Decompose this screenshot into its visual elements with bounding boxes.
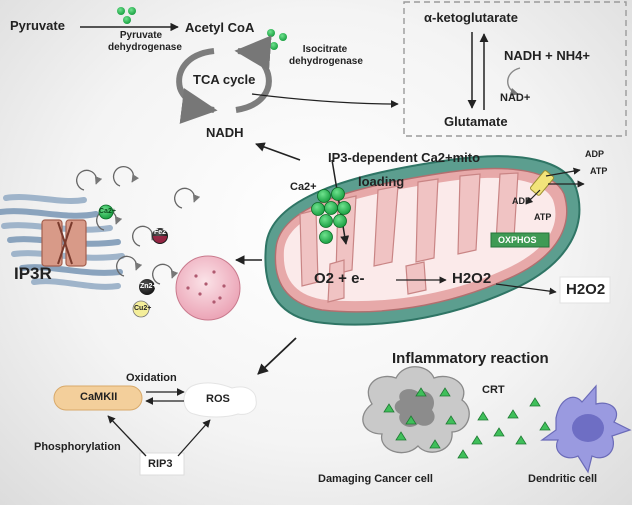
o2-e-label: O2 + e- (314, 270, 365, 287)
crt-triangles (383, 387, 551, 459)
cu-ion-label: Cu2+ (134, 305, 152, 312)
oxidation-label: Oxidation (126, 372, 177, 384)
dendritic-cell-label: Dendritic cell (528, 473, 598, 485)
atp-inner-label: ATP (534, 212, 552, 222)
inflammatory-reaction-title: Inflammatory reaction (392, 350, 549, 367)
pyruvate-dehydrogenase-label: Pyruvate dehydrogenase (108, 30, 182, 53)
fe-ion-icon (152, 228, 168, 244)
adp-inner-label: ADP (512, 196, 532, 206)
oxphos-label: OXPHOS (498, 235, 537, 245)
rip3-label: RIP3 (148, 458, 173, 470)
rip3-arrows (107, 415, 211, 457)
h2o2-export-arrow (495, 283, 557, 295)
nadh-arrow (255, 142, 301, 161)
crt-label: CRT (482, 384, 505, 396)
h2o2-inner-label: H2O2 (452, 270, 492, 287)
zn-ion-label: Zn2+ (140, 283, 157, 290)
ip3r-label: IP3R (14, 264, 52, 283)
rip3-box (139, 452, 185, 476)
calcium-cluster (311, 187, 351, 244)
acetyl-coa-label: Acetyl CoA (185, 20, 255, 35)
vesicle-icon (175, 255, 241, 321)
atp-synthase-icon (525, 167, 585, 205)
isocitrate-dehydrogenase-label: Isocitrate dehydrogenase (289, 44, 363, 67)
ca-ion-icon (98, 204, 114, 220)
zn-ion-icon (139, 279, 155, 295)
fe-ion-label: Fe2+ (154, 229, 171, 236)
h2o2-out-box (559, 276, 611, 304)
idh-green-dots (267, 29, 287, 50)
ca-ion-label: Ca2+ (99, 208, 116, 215)
ros-label: ROS (206, 393, 230, 405)
phosphorylation-label: Phosphorylation (34, 441, 121, 453)
tca-cycle-label: TCA cycle (193, 72, 256, 87)
dendritic-cell-icon (540, 384, 632, 474)
oxphos-badge (490, 232, 550, 248)
cancer-cell-icon (362, 366, 470, 454)
nadh-label: NADH (206, 125, 244, 140)
nad-label: NAD+ (500, 92, 531, 104)
cu-ion-icon (132, 300, 150, 318)
mitochondrion (264, 155, 581, 326)
adp-top-label: ADP (585, 149, 605, 159)
ip3r-channel-icon (41, 219, 87, 267)
alpha-ketoglutarate-label: α-ketoglutarate (424, 10, 518, 25)
glutamate-label: Glutamate (444, 114, 508, 129)
camkii-ros-arrows (145, 388, 185, 405)
atp-top-label: ATP (590, 166, 608, 176)
camkii-pill (53, 385, 143, 411)
camkii-label: CaMKII (80, 391, 118, 403)
tca-to-glutamate-arrow (251, 93, 399, 108)
mito-ca-label: Ca2+ (290, 181, 317, 193)
glutamate-box (403, 1, 627, 137)
nadh-nh4-label: NADH + NH4+ (504, 48, 590, 63)
ca-loading-arrow (331, 159, 350, 245)
pdh-green-dots (117, 7, 136, 24)
ion-transfer-arrows (76, 166, 201, 285)
loading-label: loading (358, 174, 405, 189)
cancer-cell-label: Damaging Cancer cell (318, 473, 433, 485)
ros-cloud (183, 382, 257, 418)
h2o2-out-label: H2O2 (566, 281, 606, 298)
tca-cycle-arrows (176, 35, 272, 124)
ip3-loading-label: IP3-dependent Ca2+mito (328, 150, 481, 165)
pyruvate-label: Pyruvate (10, 18, 65, 33)
glutamate-arrows (467, 32, 521, 110)
mito-to-ros-arrow (257, 337, 297, 375)
